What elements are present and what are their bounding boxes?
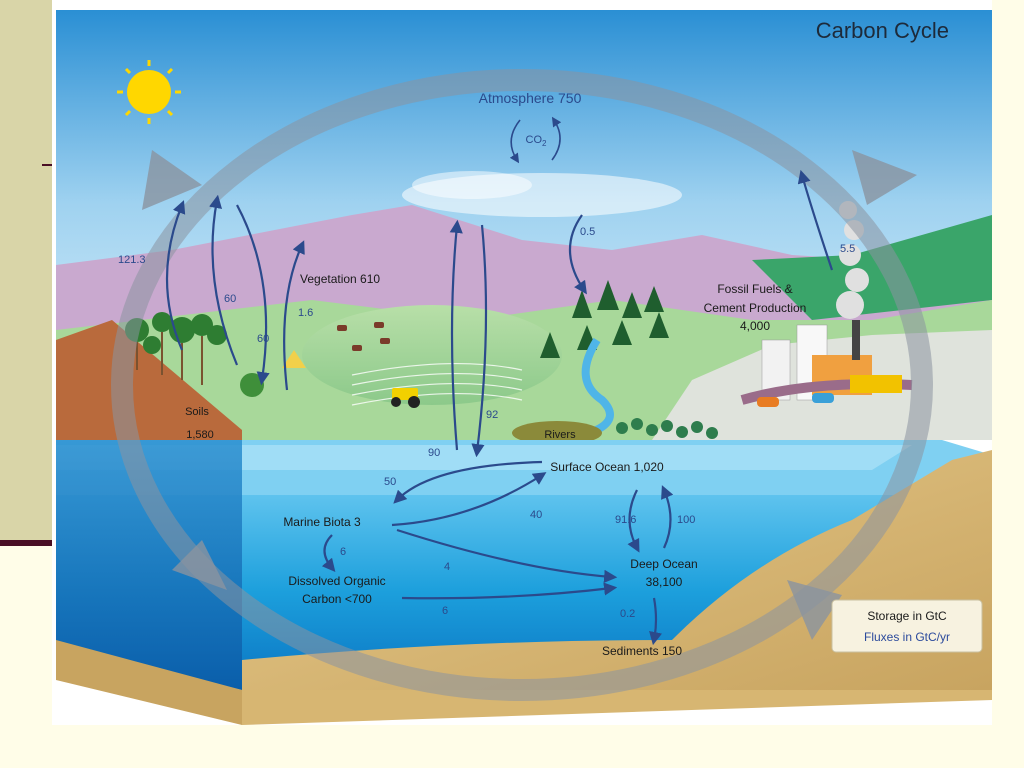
fossil-label-line1: Fossil Fuels & — [717, 282, 792, 296]
fossil-value: 4,000 — [740, 319, 770, 333]
flux-value: 6 — [442, 605, 448, 617]
soils-label: Soils — [185, 406, 209, 418]
slide-divider-rule — [0, 540, 56, 546]
deep-ocean-value: 38,100 — [646, 575, 683, 589]
carbon-cycle-diagram: Carbon Cycle Atmosphere 750 CO2 Vegetati… — [52, 0, 992, 725]
deep-ocean-label: Deep Ocean — [630, 557, 697, 571]
vegetation-label: Vegetation 610 — [300, 272, 380, 286]
diagram-title: Carbon Cycle — [816, 18, 949, 43]
flux-value: 92 — [486, 409, 498, 421]
flux-value: 60 — [257, 333, 269, 345]
flux-value: 5.5 — [840, 243, 855, 255]
cloud — [412, 171, 532, 199]
flux-value: 60 — [224, 293, 236, 305]
legend-box — [832, 600, 982, 652]
flux-value: 50 — [384, 476, 396, 488]
surface-ocean-label: Surface Ocean 1,020 — [550, 460, 664, 474]
flux-value: 90 — [428, 447, 440, 459]
doc-label-line1: Dissolved Organic — [288, 574, 385, 588]
flux-value: 121.3 — [118, 254, 146, 266]
fossil-label-line2: Cement Production — [704, 301, 807, 315]
sediments-label: Sediments 150 — [602, 644, 682, 658]
atmosphere-label: Atmosphere 750 — [479, 90, 582, 106]
rivers-label: Rivers — [544, 429, 576, 441]
slide-sidebar-panel — [0, 0, 52, 540]
flux-value: 91.6 — [615, 514, 636, 526]
flux-value: 40 — [530, 509, 542, 521]
doc-label-line2: Carbon <700 — [302, 592, 372, 606]
soils-value: 1,580 — [186, 429, 214, 441]
marine-biota-label: Marine Biota 3 — [283, 515, 361, 529]
flux-value: 0.5 — [580, 226, 595, 238]
grass-hill — [302, 305, 562, 405]
legend-fluxes: Fluxes in GtC/yr — [864, 630, 950, 644]
flux-value: 6 — [340, 546, 346, 558]
flux-value: 1.6 — [298, 307, 313, 319]
flux-value: 0.2 — [620, 608, 635, 620]
flux-value: 4 — [444, 561, 450, 573]
flux-value: 100 — [677, 514, 695, 526]
legend-storage: Storage in GtC — [867, 609, 947, 623]
